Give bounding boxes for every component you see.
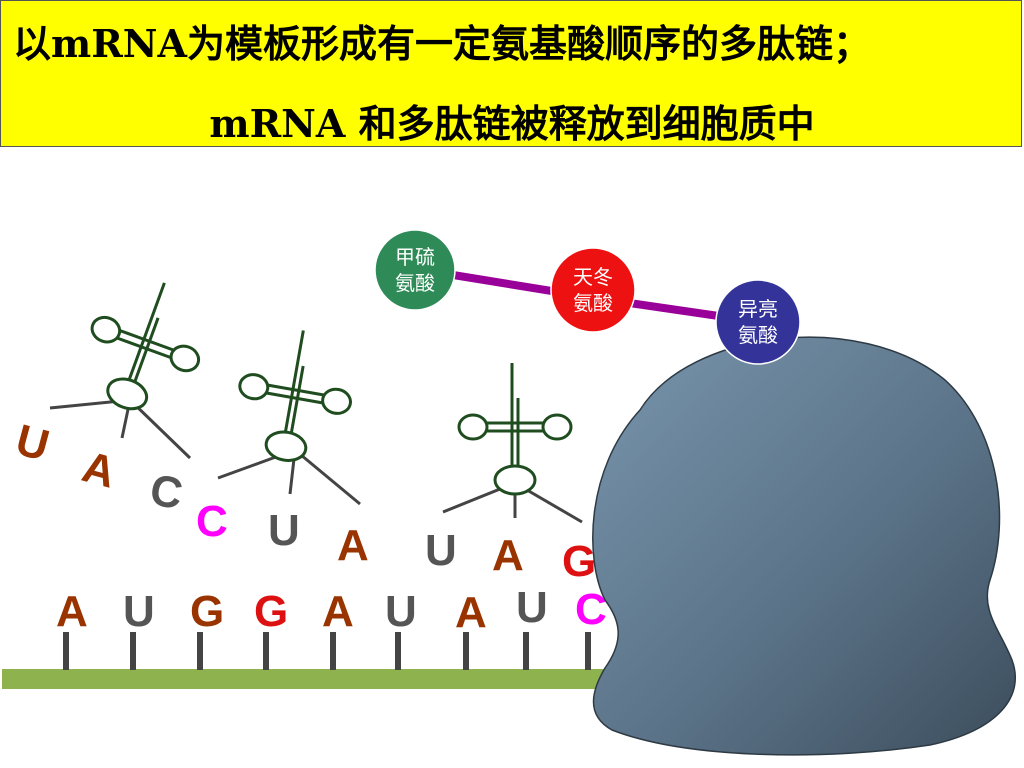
amino-acid-label-line1: 异亮	[738, 297, 778, 321]
mrna-base: A	[56, 587, 88, 636]
amino-acid-label-line1: 甲硫	[395, 245, 435, 269]
trna-group	[49, 282, 583, 524]
amino-acid-circle	[374, 229, 456, 311]
amino-acid-group: 甲硫氨酸天冬氨酸异亮氨酸	[374, 229, 801, 365]
mrna-base-ticks	[63, 632, 591, 670]
amino-acid-circle	[715, 279, 801, 365]
amino-acid-label-line1: 天冬	[573, 265, 613, 289]
anticodon-base: C	[146, 465, 186, 519]
anticodon-base: A	[492, 531, 524, 580]
mrna-base: A	[322, 587, 354, 636]
amino-acid-label-line2: 氨酸	[738, 323, 778, 347]
mrna-base: U	[385, 587, 417, 636]
mrna-base: U	[123, 587, 155, 636]
anticodon-base: C	[196, 497, 228, 546]
trna-molecule	[442, 363, 583, 524]
trna-molecule	[49, 282, 201, 460]
amino-acid-label-line2: 氨酸	[395, 271, 435, 295]
title-line-1: 以mRNA为模板形成有一定氨基酸顺序的多肽链；	[13, 21, 872, 66]
anticodon-base: A	[77, 442, 120, 498]
anticodon-base: U	[268, 506, 300, 555]
trna-molecule	[217, 330, 361, 506]
mrna-base: A	[455, 588, 487, 637]
mrna-strand	[2, 669, 673, 689]
amino-acid-label-line2: 氨酸	[573, 291, 613, 315]
title-line-2: mRNA 和多肽链被释放到细胞质中	[209, 101, 815, 146]
title-box: 以mRNA为模板形成有一定氨基酸顺序的多肽链； mRNA 和多肽链被释放到细胞质…	[0, 0, 1022, 147]
anticodon-base: G	[562, 537, 596, 586]
ribosome	[592, 336, 1017, 756]
amino-acid-circle	[550, 247, 636, 333]
anticodon-base: U	[425, 526, 457, 575]
anticodon-base: A	[337, 521, 369, 570]
mrna-base: G	[190, 587, 224, 636]
mrna-base: U	[516, 583, 548, 632]
mrna-base: G	[254, 587, 288, 636]
anticodon-base: U	[11, 415, 54, 471]
